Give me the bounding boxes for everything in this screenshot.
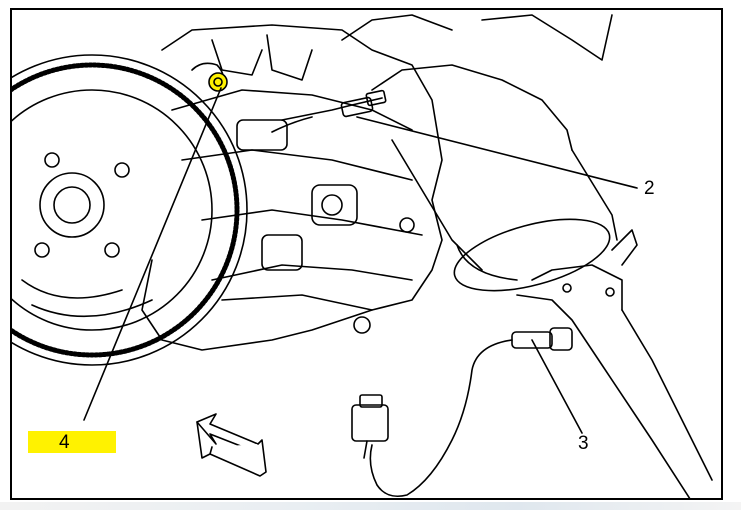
leader-line-3 — [531, 339, 583, 434]
leader-line-4 — [83, 87, 222, 421]
upstream-o2-sensor — [271, 89, 387, 133]
bottom-scroll-strip — [0, 502, 741, 510]
leader-line-2 — [356, 116, 638, 189]
callout-label-3: 3 — [578, 433, 589, 454]
callout-label-4: 4 — [59, 432, 70, 453]
downstream-o2-sensor — [351, 327, 573, 498]
engine-block — [141, 14, 613, 351]
catalytic-converter — [371, 64, 713, 498]
leader-lines — [83, 87, 638, 434]
arrow-forward-icon — [196, 413, 267, 477]
callout-4-highlight — [28, 431, 116, 453]
flywheel — [12, 54, 248, 366]
engine-illustration — [12, 14, 713, 498]
diagram-frame: 2 3 4 — [10, 8, 723, 500]
callout-label-2: 2 — [644, 178, 655, 199]
